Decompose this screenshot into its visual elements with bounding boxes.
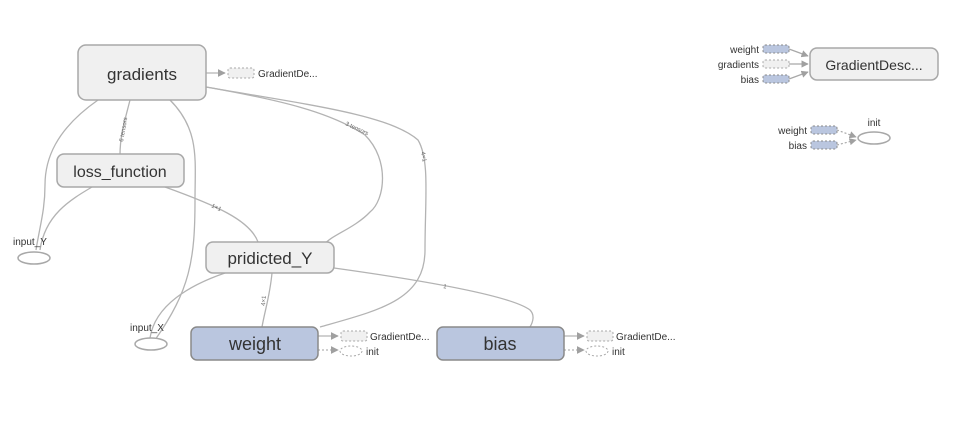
edge-label-pred-bias: 1	[443, 284, 448, 291]
node-input-y-label: input_Y	[13, 237, 47, 248]
attached-bias-init-label: init	[612, 347, 625, 358]
edge-loss-pridicted-y	[164, 186, 259, 243]
node-loss-function-label: loss_function	[73, 164, 166, 181]
node-gradient-descent-label: GradientDesc...	[825, 57, 922, 73]
attached-bias-gd-label: GradientDe...	[616, 332, 675, 343]
edge-gradients-weight	[205, 86, 427, 328]
edge-label-gradients-weight: 4×1	[419, 151, 427, 163]
edge-gd-bias	[788, 70, 809, 80]
edge-pridicted-bias	[333, 267, 534, 328]
attached-weight-gd-label: GradientDe...	[370, 332, 429, 343]
gd-input-bias[interactable]: bias	[741, 74, 790, 86]
node-loss-function[interactable]: loss_function	[56, 153, 185, 188]
init-input-bias[interactable]: bias	[789, 140, 838, 152]
node-gradients[interactable]: gradients	[77, 44, 207, 101]
node-gradients-label: gradients	[107, 65, 177, 84]
edge-loss-input-y	[39, 186, 93, 251]
edge-label-gradients-pred: 3 tensors	[344, 121, 369, 137]
edge-gradients-pridicted-y	[205, 86, 384, 245]
edge-gradients-input-x	[154, 99, 196, 341]
aux-init: weight bias init	[777, 118, 891, 152]
node-init-label: init	[868, 118, 881, 129]
init-input-weight-label: weight	[777, 126, 807, 137]
gd-input-gradients[interactable]: gradients	[718, 59, 790, 71]
init-input-bias-label: bias	[789, 141, 807, 152]
node-weight-label: weight	[228, 334, 281, 354]
edge-gradients-input-y	[35, 99, 99, 251]
attached-gradients-gd-label: GradientDe...	[258, 69, 317, 80]
node-gradient-descent[interactable]: GradientDesc...	[809, 47, 939, 81]
aux-gradient-descent: weight gradients bias GradientDesc...	[718, 44, 939, 86]
node-input-x[interactable]: input_X	[130, 323, 168, 351]
node-bias-label: bias	[483, 334, 516, 354]
edge-gradients-loss-function	[119, 99, 131, 156]
node-weight[interactable]: weight	[190, 326, 319, 361]
node-pridicted-y[interactable]: pridicted_Y	[205, 241, 335, 274]
edge-label-pred-weight: 4×1	[261, 295, 268, 306]
attached-gradients-gd[interactable]: GradientDe...	[227, 67, 317, 80]
attached-bias-gd[interactable]: GradientDe...	[586, 330, 675, 343]
edge-label-loss-pred: 1×1	[210, 203, 222, 213]
node-bias[interactable]: bias	[436, 326, 565, 361]
gd-input-bias-label: bias	[741, 75, 759, 86]
edge-pridicted-weight	[261, 272, 273, 328]
edge-label-gradients-loss: 6 tensors	[119, 117, 129, 142]
gd-input-gradients-label: gradients	[718, 60, 759, 71]
attached-weight-gd[interactable]: GradientDe...	[340, 330, 429, 343]
edge-pridicted-input-x	[149, 272, 226, 339]
node-input-y[interactable]: input_Y	[13, 237, 51, 265]
edges	[35, 69, 585, 354]
attached-weight-init[interactable]: init	[339, 345, 379, 358]
gd-input-weight-label: weight	[729, 45, 759, 56]
node-pridicted-y-label: pridicted_Y	[227, 249, 312, 268]
gd-input-weight[interactable]: weight	[729, 44, 790, 56]
edge-init-weight	[836, 129, 857, 139]
init-input-weight[interactable]: weight	[777, 125, 838, 137]
node-init[interactable]: init	[857, 118, 891, 145]
attached-weight-init-label: init	[366, 347, 379, 358]
attached-bias-init[interactable]: init	[585, 345, 625, 358]
edge-gd-weight	[788, 48, 809, 58]
edge-init-bias	[836, 138, 857, 146]
node-input-x-label: input_X	[130, 323, 164, 334]
